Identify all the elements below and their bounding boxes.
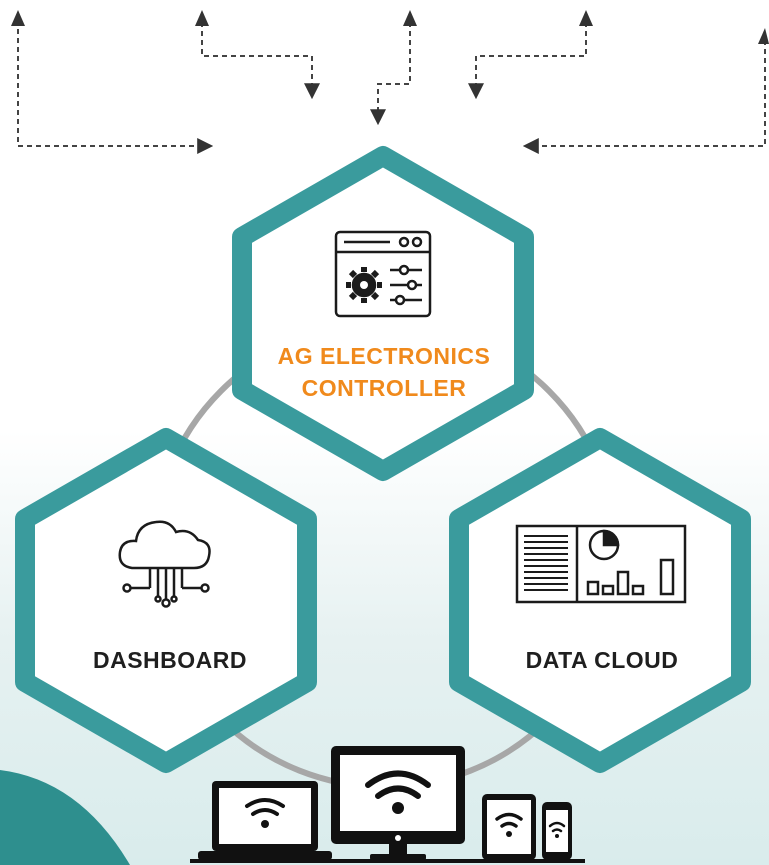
up-arrowheads (11, 10, 769, 44)
corner-accent (0, 770, 130, 865)
arrow-right-outer (522, 40, 766, 154)
hexagon-data-cloud (449, 428, 751, 773)
devices-group (190, 746, 585, 863)
report-chart-icon (515, 524, 687, 604)
monitor-wifi-icon (331, 746, 465, 860)
controller-label: AG ELECTRONICS CONTROLLER (234, 340, 534, 404)
controller-label-line1: AG ELECTRONICS (277, 343, 491, 369)
settings-panel-icon (334, 230, 432, 318)
flow-arrows (17, 20, 766, 154)
hexagon-controller (232, 146, 534, 481)
devices-shelf (190, 859, 585, 863)
arrow-left-outer (17, 20, 214, 154)
laptop-wifi-icon (198, 781, 332, 860)
phone-wifi-icon (542, 802, 572, 860)
cloud-network-icon (118, 520, 211, 608)
tablet-wifi-icon (482, 794, 536, 860)
arrow-center (370, 22, 411, 126)
arrow-right-inner (468, 22, 587, 100)
data-cloud-label: DATA CLOUD (525, 647, 679, 673)
arrow-left-inner (201, 22, 320, 100)
controller-label-line2: CONTROLLER (301, 375, 467, 401)
dashboard-label: DASHBOARD (93, 647, 247, 673)
